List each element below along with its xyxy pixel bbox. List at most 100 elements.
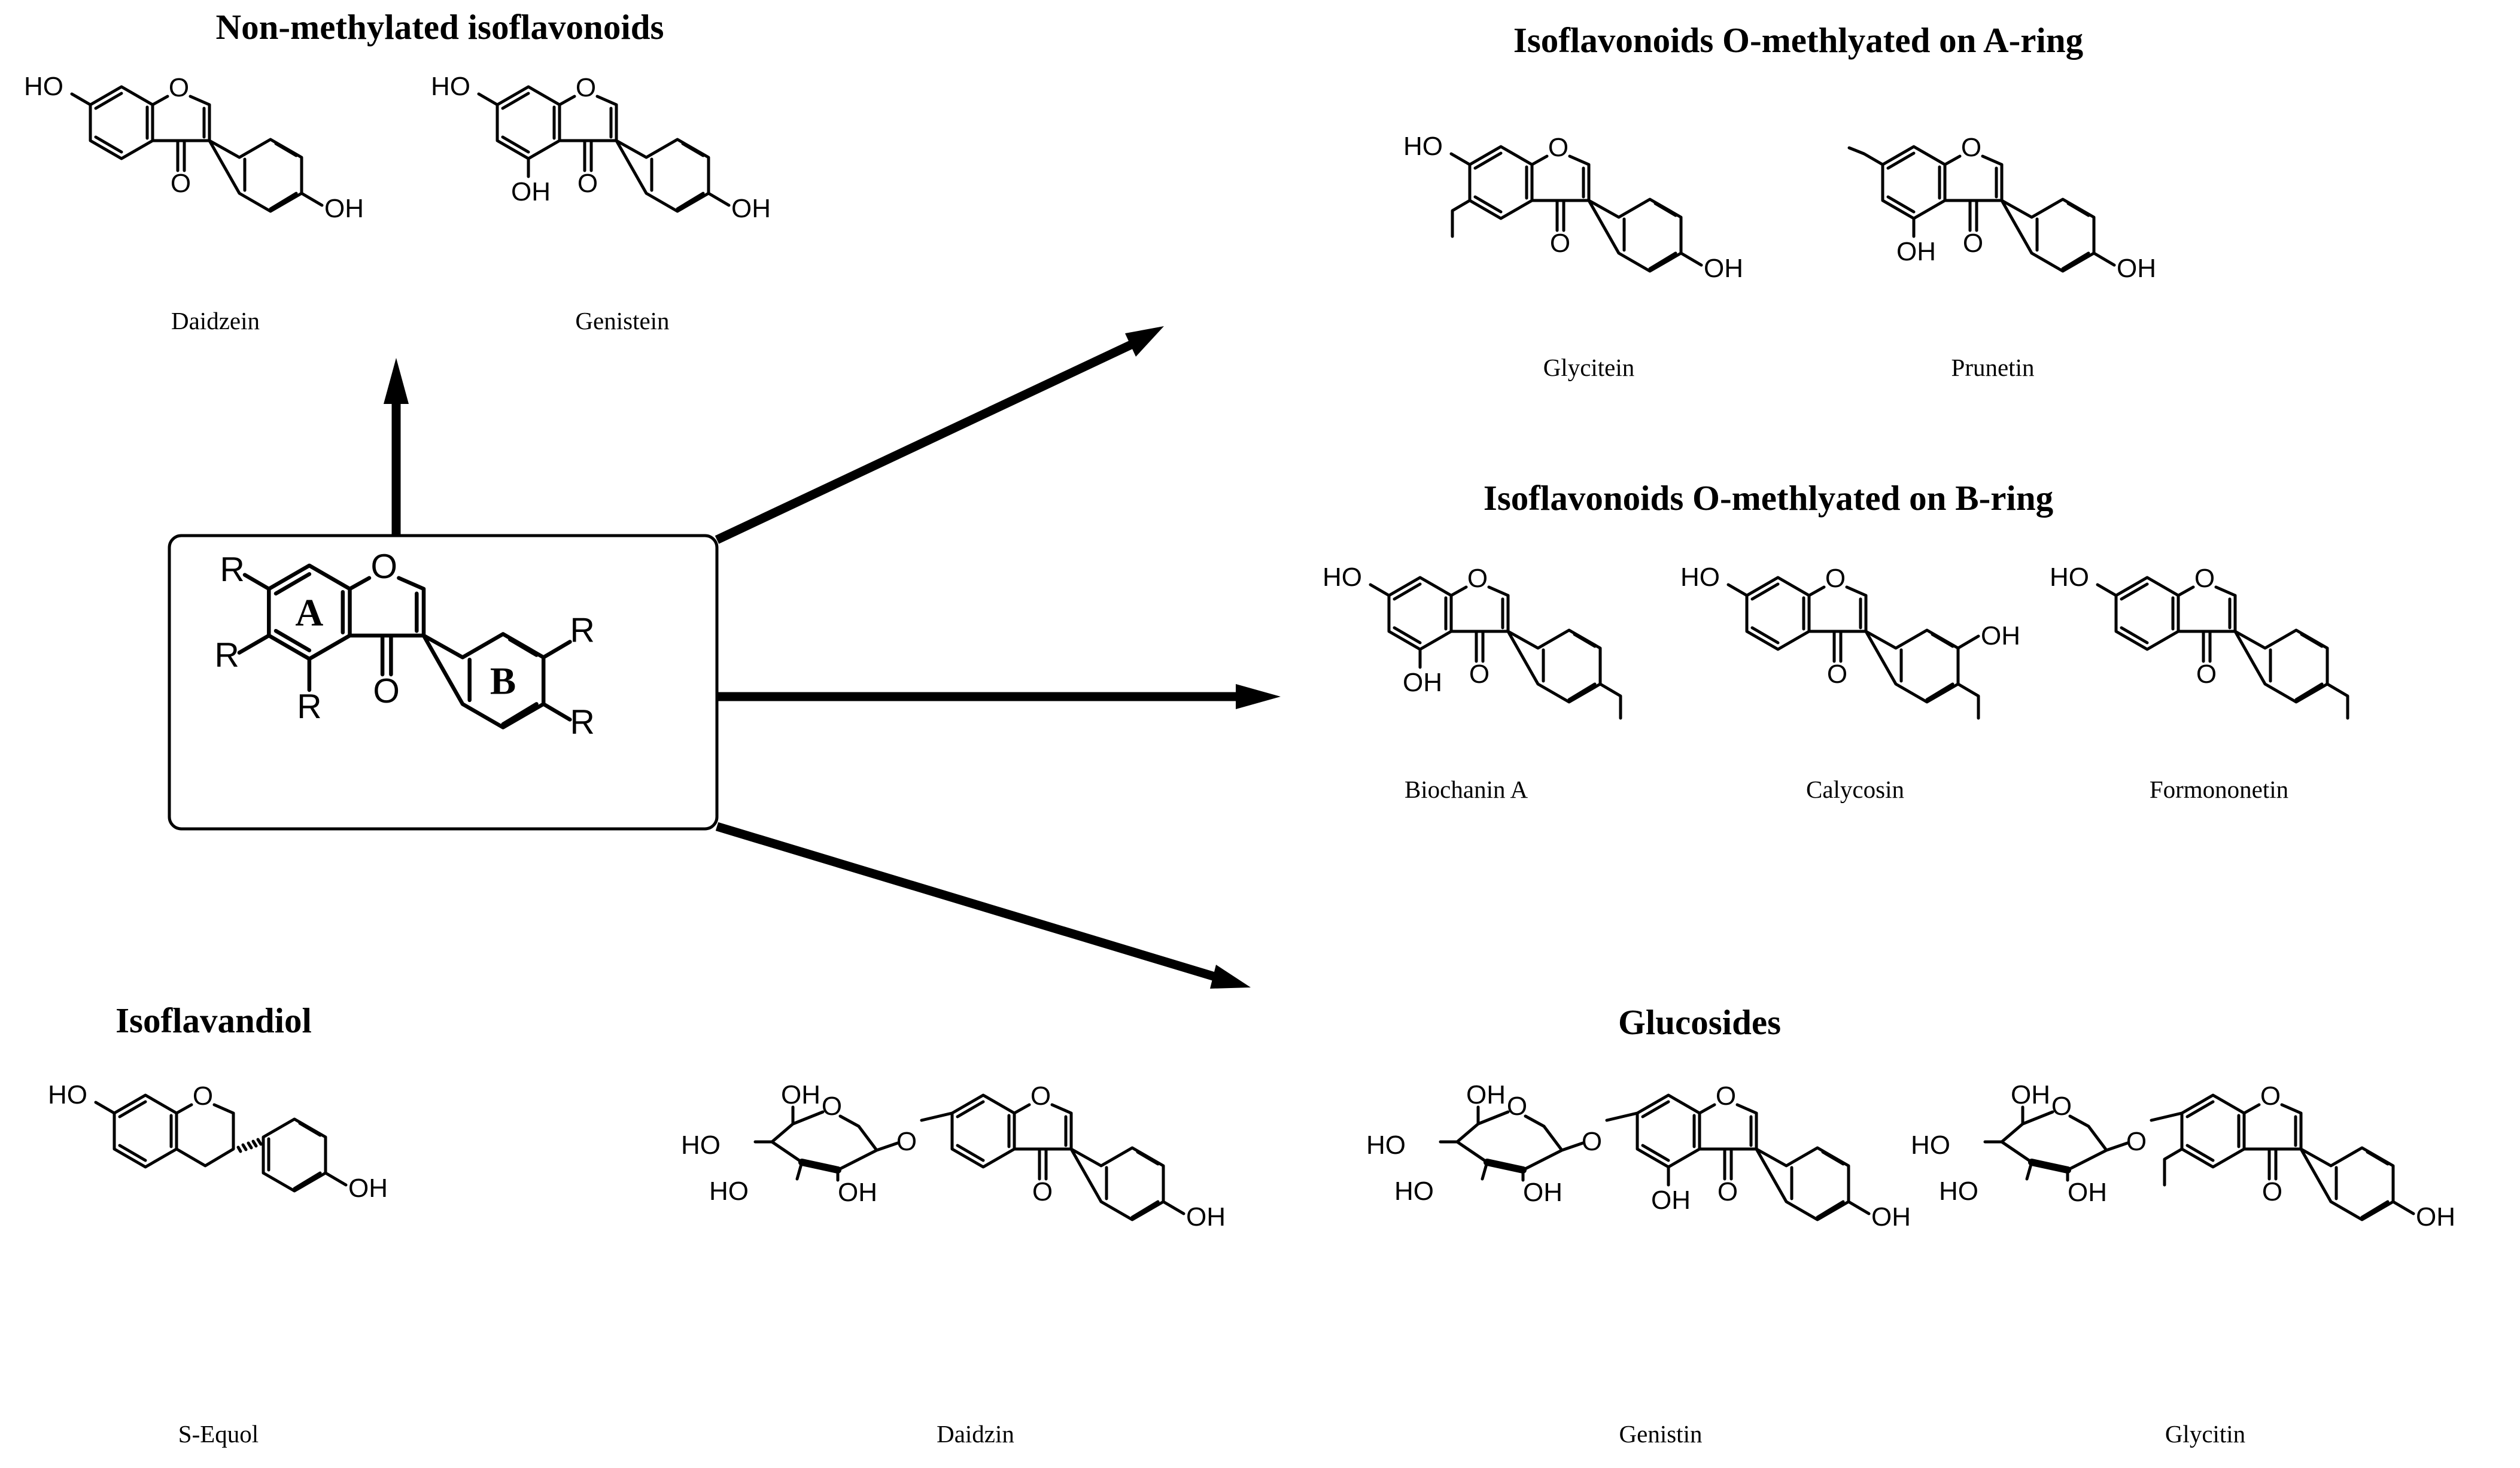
atom-label-oh: OH <box>348 1174 388 1203</box>
heading-isoflavandiol: Isoflavandiol <box>115 1001 312 1040</box>
structure-biochanin-a: HO O O OH <box>1323 563 1622 720</box>
bond-lines <box>1605 1093 1871 1221</box>
atom-label-oh: OH <box>1651 1186 1691 1215</box>
atom-label-ho: HO <box>681 1130 721 1160</box>
atom-label-oh: OH <box>781 1080 820 1110</box>
core-r-substituent: R <box>570 703 595 741</box>
atom-label-oh: OH <box>1186 1202 1226 1232</box>
bond-lines <box>1847 145 2116 273</box>
arrowhead-icon <box>1210 965 1251 989</box>
structure-genistein: HO O O OH OH <box>431 72 771 223</box>
structure-s-equol: HO O OH <box>48 1080 388 1203</box>
caption-daidzein: Daidzein <box>171 307 260 335</box>
core-bonds <box>237 563 572 730</box>
atom-label-o: O <box>822 1092 842 1121</box>
structure-glycitein: HO O O OH <box>1403 132 1743 283</box>
structure-formononetin: HO O O <box>2050 563 2349 720</box>
atom-label-oh: OH <box>1871 1202 1911 1232</box>
bond-lines <box>94 1093 348 1193</box>
atom-label-oh: OH <box>1981 621 2020 651</box>
structure-glycitin: OH O HO HO OH O <box>1911 1080 2147 1207</box>
atom-label-o: O <box>1716 1081 1736 1111</box>
arrow-upper-right <box>715 326 1164 544</box>
atom-label-o: O <box>193 1081 213 1111</box>
arrowhead-icon <box>1236 684 1281 709</box>
caption-genistein: Genistein <box>575 307 669 335</box>
caption-glycitein: Glycitein <box>1543 354 1635 381</box>
atom-label-o: O <box>1827 659 1847 689</box>
bond-lines <box>2096 576 2349 720</box>
structure-glycitin-aglycone: O O OH <box>2150 1081 2455 1232</box>
structure-daidzin-aglycone: O O OH <box>920 1081 1226 1232</box>
structure-daidzein: HO O O OH <box>24 72 364 223</box>
structure-genistin-aglycone: O O OH OH <box>1605 1081 1911 1232</box>
atom-label-o: O <box>1961 133 1981 162</box>
caption-glycitin: Glycitin <box>2165 1420 2245 1448</box>
arrow-right <box>717 684 1281 709</box>
atom-label-ho: HO <box>1394 1177 1434 1206</box>
bond-lines <box>477 85 731 213</box>
atom-label-o: O <box>2262 1177 2282 1206</box>
bond-lines <box>1726 576 1980 720</box>
atom-label-o: O <box>2126 1127 2147 1156</box>
atom-label-ho: HO <box>1680 563 1720 592</box>
atom-label-o: O <box>1031 1081 1051 1111</box>
heading-a-ring: Isoflavonoids O-methlyated on A-ring <box>1513 20 2083 60</box>
atom-label-o: O <box>2194 564 2215 593</box>
arrow-shaft <box>715 822 1217 981</box>
atom-label-o: O <box>896 1127 917 1156</box>
atom-label-o: O <box>1507 1092 1527 1121</box>
atom-label-oh: OH <box>2011 1080 2050 1110</box>
caption-calycosin: Calycosin <box>1806 776 1904 803</box>
atom-label-o: O <box>169 73 189 102</box>
atom-label-o: O <box>1718 1177 1738 1206</box>
atom-label-oh: OH <box>1523 1178 1563 1207</box>
atom-label-oh: OH <box>1896 237 1936 266</box>
bond-lines <box>1484 1159 1527 1174</box>
atom-label-ho: HO <box>1911 1130 1950 1160</box>
core-r-substituent: R <box>297 688 321 726</box>
arrowhead-icon <box>1125 326 1164 357</box>
core-ring-label-a: A <box>295 591 323 634</box>
atom-label-o: O <box>1548 133 1568 162</box>
atom-label-o: O <box>1963 229 1983 258</box>
atom-label-oh: OH <box>2416 1202 2455 1232</box>
atom-label-o: O <box>576 73 596 102</box>
atom-label-ho: HO <box>24 72 63 101</box>
atom-label-ho: HO <box>431 72 470 101</box>
arrow-shaft <box>715 341 1133 544</box>
atom-label-ho: HO <box>2050 563 2089 592</box>
caption-genistin: Genistin <box>1619 1420 1703 1448</box>
arrowhead-icon <box>384 358 409 404</box>
atom-label-oh: OH <box>838 1178 877 1207</box>
core-r-substituent: R <box>214 636 239 674</box>
atom-label-oh: OH <box>324 194 364 223</box>
atom-label-o: O <box>2051 1092 2072 1121</box>
atom-label-o: O <box>171 169 191 198</box>
core-r-substituent: R <box>220 551 245 589</box>
heading-glucosides: Glucosides <box>1618 1002 1781 1042</box>
core-structure: O O R R R R R A B <box>168 534 719 831</box>
structure-calycosin: HO O O OH <box>1680 563 2020 720</box>
atom-label-o: O <box>1467 564 1488 593</box>
atom-label-o: O <box>1469 659 1489 689</box>
arrow-up <box>384 358 409 536</box>
atom-label-ho: HO <box>48 1080 87 1110</box>
core-box <box>168 534 719 831</box>
atom-label-o: O <box>1032 1177 1053 1206</box>
structure-prunetin: O O OH OH <box>1847 133 2156 283</box>
atom-label-o: O <box>1825 564 1846 593</box>
bond-lines <box>2028 1159 2071 1174</box>
atom-label-oh: OH <box>1403 668 1442 697</box>
bond-lines <box>920 1093 1185 1221</box>
caption-s-equol: S-Equol <box>178 1420 259 1448</box>
bond-lines <box>236 1138 263 1153</box>
atom-label-oh: OH <box>731 194 771 223</box>
heading-b-ring: Isoflavonoids O-methlyated on B-ring <box>1484 478 2053 518</box>
atom-label-ho: HO <box>1403 132 1443 161</box>
core-ring-oxygen: O <box>370 548 397 586</box>
bond-lines <box>70 85 324 213</box>
structure-daidzin: OH O HO HO OH O <box>681 1080 917 1207</box>
atom-label-o: O <box>2260 1081 2281 1111</box>
